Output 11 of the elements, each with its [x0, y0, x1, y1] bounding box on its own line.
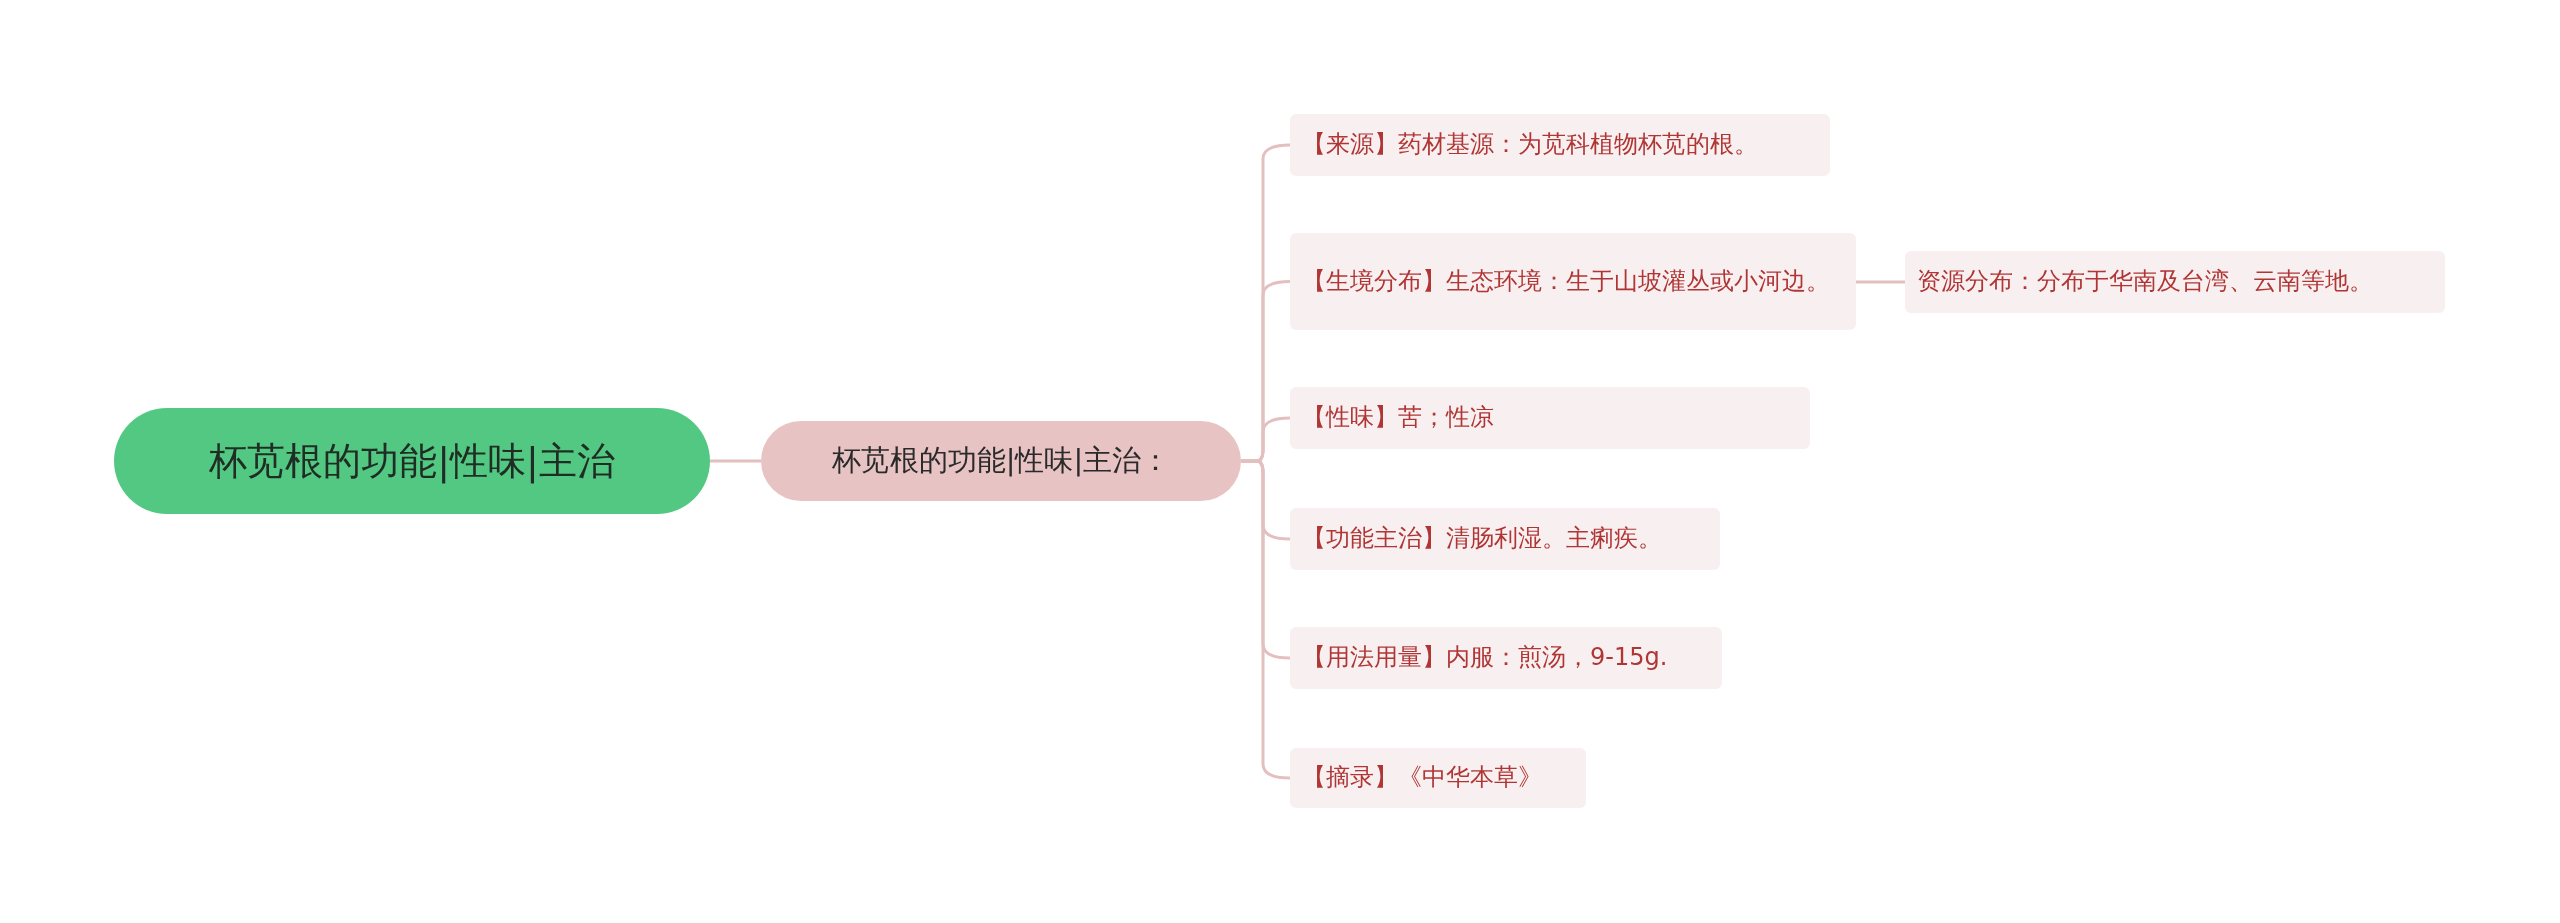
subtopic-box: 【用法用量】内服：煎汤，9-15g. [1290, 627, 1722, 689]
subtopic-box: 【来源】药材基源：为苋科植物杯苋的根。 [1290, 114, 1830, 176]
subtopic-box: 【功能主治】清肠利湿。主痢疾。 [1290, 508, 1720, 570]
subtopic-box: 【生境分布】生态环境：生于山坡灌丛或小河边。 [1290, 233, 1856, 330]
root-topic: 杯苋根的功能|性味|主治 [114, 408, 710, 514]
main-topic: 杯苋根的功能|性味|主治： [761, 421, 1241, 501]
connector-line [1856, 280, 1905, 284]
connector-line [710, 459, 761, 463]
subtopic-box: 【摘录】《中华本草》 [1290, 748, 1586, 808]
subtopic-box: 【性味】苦；性凉 [1290, 387, 1810, 449]
subtopic-box: 资源分布：分布于华南及台湾、云南等地。 [1905, 251, 2445, 313]
